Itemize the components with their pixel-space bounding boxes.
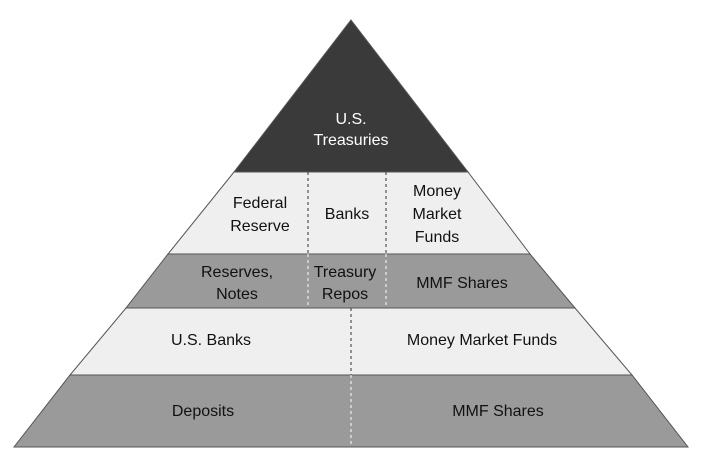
- tier-apex: [232, 19, 470, 173]
- apex-label-line1: U.S.: [335, 111, 366, 128]
- treasury-repos-line1: Treasury: [314, 264, 377, 281]
- us-banks-label: U.S. Banks: [171, 332, 251, 349]
- federal-reserve-line2: Reserve: [230, 218, 290, 235]
- reserves-notes-line1: Reserves,: [201, 264, 273, 281]
- tier5-mmf-shares: MMF Shares: [452, 403, 544, 420]
- apex-label-line2: Treasuries: [314, 132, 389, 149]
- banks-label: Banks: [325, 206, 369, 223]
- mmf-line3: Funds: [415, 229, 459, 246]
- mmf-line1: Money: [413, 183, 461, 200]
- money-market-funds-label: Money Market Funds: [407, 332, 557, 349]
- treasury-repos-line2: Repos: [322, 286, 368, 303]
- tier3-mmf-shares: MMF Shares: [416, 275, 508, 292]
- mmf-line2: Market: [413, 206, 462, 223]
- deposits-label: Deposits: [172, 403, 234, 420]
- reserves-notes-line2: Notes: [216, 286, 258, 303]
- federal-reserve-line1: Federal: [233, 195, 287, 212]
